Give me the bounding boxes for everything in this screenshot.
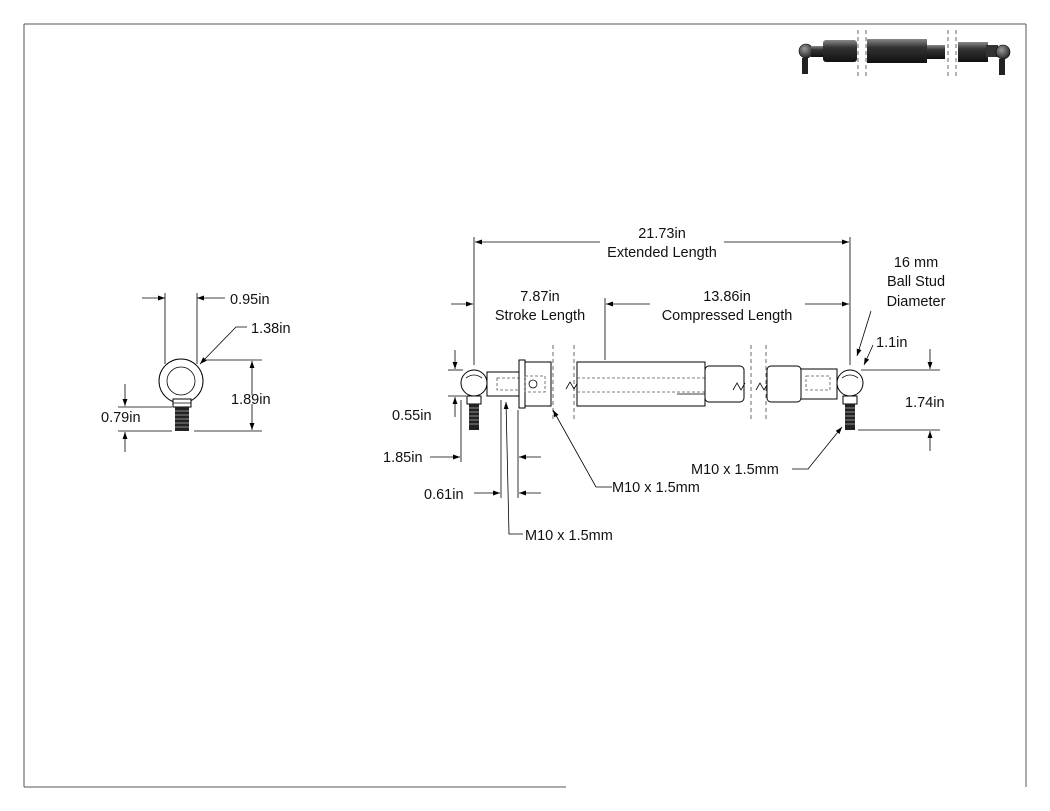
- stroke-length-value: 7.87in: [520, 289, 560, 305]
- compressed-length-label: Compressed Length: [662, 308, 793, 324]
- thread-label-right: M10 x 1.5mm: [691, 462, 779, 478]
- dim-0-55in: 0.55in: [392, 408, 432, 424]
- compressed-length-value: 13.86in: [703, 289, 751, 305]
- extended-length-label: Extended Length: [607, 245, 717, 261]
- preview-thumbnail: [798, 30, 1011, 76]
- dim-0-79in: 0.79in: [101, 410, 141, 426]
- sheet-border: [23, 23, 1027, 788]
- dim-0-61in: 0.61in: [424, 487, 464, 503]
- stroke-length-label: Stroke Length: [495, 308, 585, 324]
- side-view-eye: [118, 293, 262, 452]
- dim-1-89in: 1.89in: [231, 392, 271, 408]
- thread-label-left: M10 x 1.5mm: [525, 528, 613, 544]
- dim-1-38in: 1.38in: [251, 321, 291, 337]
- ball-stud-line-3: Diameter: [887, 294, 946, 310]
- dim-1-1in: 1.1in: [876, 335, 907, 351]
- dim-0-95in: 0.95in: [230, 292, 270, 308]
- dimension-labels: 21.73in Extended Length 7.87in Stroke Le…: [101, 226, 946, 544]
- dim-1-85in: 1.85in: [383, 450, 423, 466]
- dim-1-74in: 1.74in: [905, 395, 945, 411]
- ball-stud-line-2: Ball Stud: [887, 274, 945, 290]
- extended-length-value: 21.73in: [638, 226, 686, 242]
- front-view-gas-spring: [430, 237, 940, 535]
- thread-label-center: M10 x 1.5mm: [612, 480, 700, 496]
- ball-stud-line-1: 16 mm: [894, 255, 938, 271]
